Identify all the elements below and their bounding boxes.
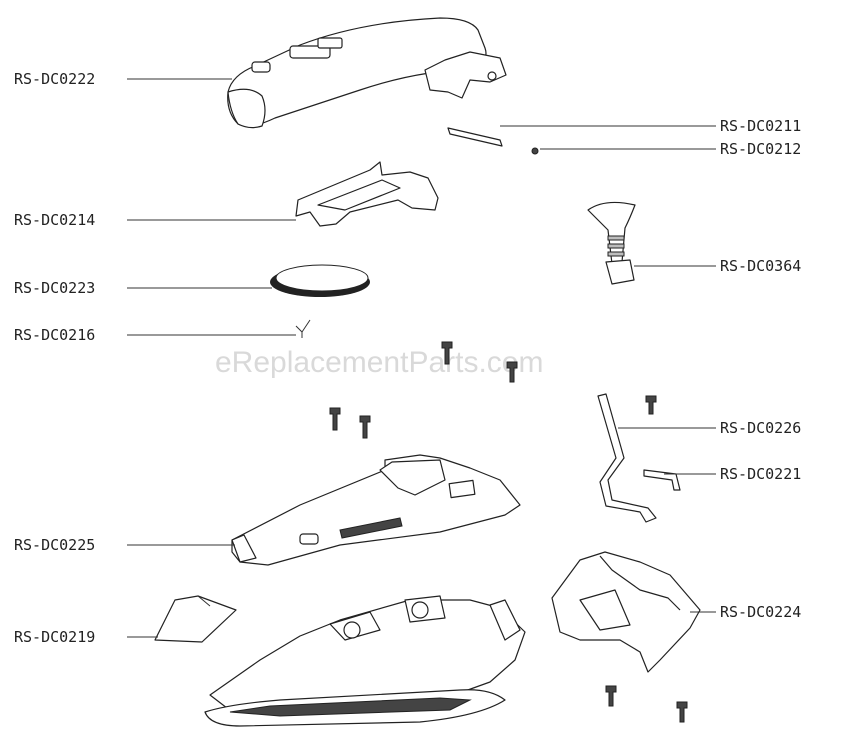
clip-part (154, 595, 237, 643)
disc-part (270, 264, 370, 297)
label-heel: RS-DC0224 (720, 603, 801, 621)
rod-part (597, 393, 657, 523)
heel-part (551, 551, 701, 673)
pin-part (447, 127, 503, 147)
soleplate-part (204, 595, 526, 727)
cover-part (295, 161, 439, 227)
label-cover: RS-DC0214 (14, 211, 95, 229)
lever-part (643, 469, 681, 491)
label-ball: RS-DC0212 (720, 140, 801, 158)
label-knob: RS-DC0364 (720, 257, 801, 275)
part-labels: RS-DC0222 RS-DC0211 RS-DC0212 RS-DC0214 … (14, 70, 801, 646)
screws (329, 341, 688, 723)
label-lever: RS-DC0221 (720, 465, 801, 483)
label-pin: RS-DC0211 (720, 117, 801, 135)
knob-part (587, 201, 636, 285)
label-handle: RS-DC0222 (14, 70, 95, 88)
ball-part (531, 147, 539, 155)
label-spring: RS-DC0216 (14, 326, 95, 344)
watermark: eReplacementParts.com (215, 346, 543, 379)
label-clip: RS-DC0219 (14, 628, 95, 646)
handle-part (227, 17, 507, 129)
body-part (231, 454, 521, 566)
label-body: RS-DC0225 (14, 536, 95, 554)
spring-part (295, 319, 311, 338)
label-rod: RS-DC0226 (720, 419, 801, 437)
leader-lines (127, 78, 716, 638)
label-disc: RS-DC0223 (14, 279, 95, 297)
